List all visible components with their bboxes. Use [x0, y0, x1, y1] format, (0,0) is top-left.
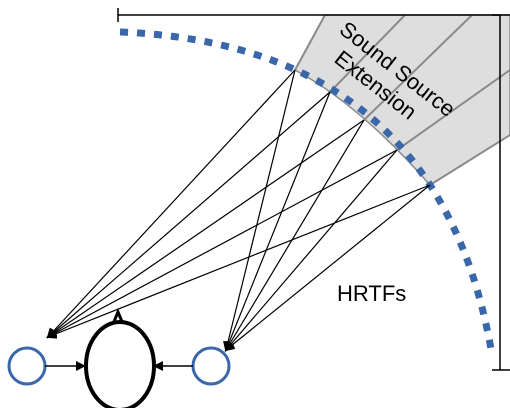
extension-rays [294, 14, 510, 186]
hrtf-lines [46, 69, 431, 352]
left-ear-icon [7, 346, 47, 386]
dimension-lines [117, 8, 510, 371]
source-radius-arc [119, 28, 496, 356]
hrtfs-label: HRTFs [337, 281, 406, 306]
right-ear-icon [191, 346, 231, 386]
listener-head [84, 308, 156, 408]
